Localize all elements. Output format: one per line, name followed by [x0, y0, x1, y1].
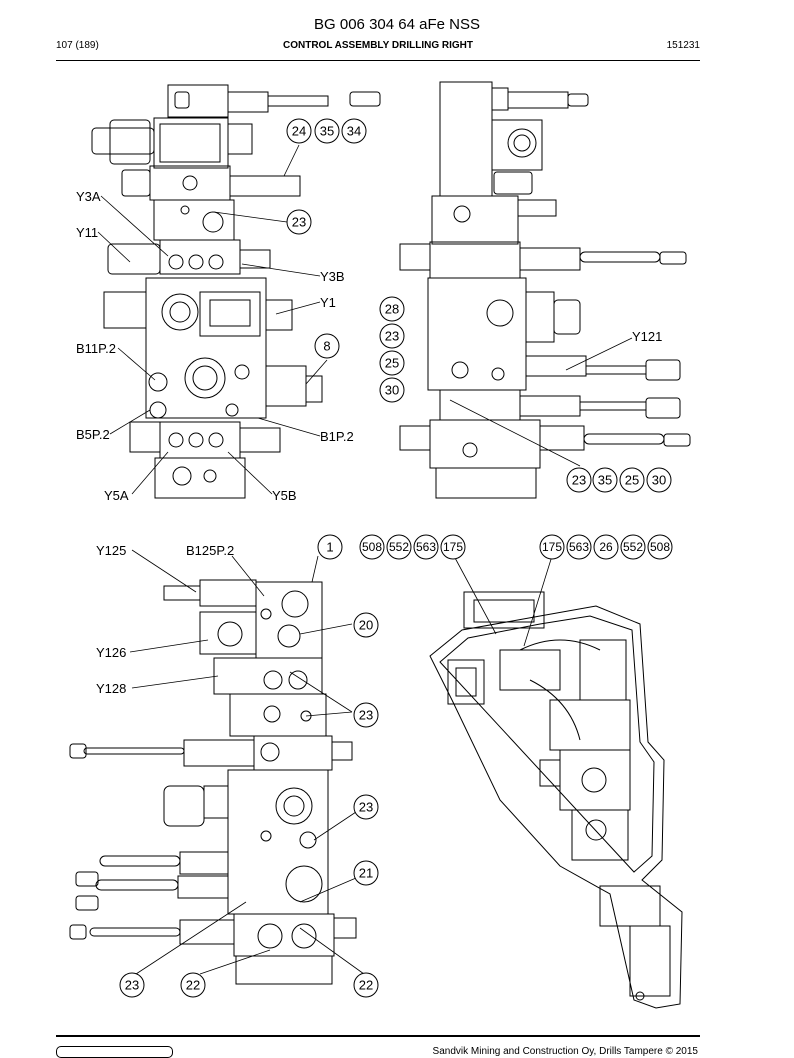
label-y3b: Y3B: [320, 269, 345, 284]
callout-22: 22: [186, 978, 200, 993]
callout-552: 552: [389, 540, 409, 554]
label-y1: Y1: [320, 295, 336, 310]
label-y121: Y121: [632, 329, 662, 344]
callout-28: 28: [385, 302, 399, 317]
figure-4-callouts: 508 552 563 175 175 563 26 552 508: [359, 534, 673, 560]
label-b5p2: B5P.2: [76, 427, 110, 442]
figure-2-valve-block: [399, 81, 691, 499]
callout-35: 35: [320, 124, 334, 139]
label-b1p2: B1P.2: [320, 429, 354, 444]
callout-30: 30: [385, 383, 399, 398]
callout-23: 23: [125, 978, 139, 993]
callout-508: 508: [650, 540, 670, 554]
label-b125p2: B125P.2: [186, 543, 234, 558]
figure-1-valve-block: [91, 84, 381, 499]
callout-175: 175: [542, 540, 562, 554]
figure-1-labels: Y3A Y11 B11P.2 B5P.2 Y5A Y5B B1P.2 Y1 Y3…: [76, 189, 354, 503]
figure-3-labels: Y125 B125P.2 Y126 Y128 1 20 23 23 21 23 …: [96, 534, 379, 998]
callout-25: 25: [385, 356, 399, 371]
brand-logo: [56, 1046, 173, 1058]
header-divider: [56, 60, 700, 61]
callout-8: 8: [323, 339, 330, 354]
callout-563: 563: [416, 540, 436, 554]
callout-175: 175: [443, 540, 463, 554]
document-title: BG 006 304 64 aFe NSS: [314, 16, 480, 33]
document-code: 151231: [666, 40, 700, 51]
callout-23: 23: [292, 215, 306, 230]
page-number: 107 (189): [56, 40, 99, 51]
callout-21: 21: [359, 866, 373, 881]
figure-2-labels: Y121 28 23 25 30 23 35 25 30: [379, 296, 672, 493]
callout-1: 1: [326, 540, 333, 555]
callout-23: 23: [359, 708, 373, 723]
callout-24: 24: [292, 124, 306, 139]
label-y11: Y11: [76, 225, 98, 240]
label-y128: Y128: [96, 681, 126, 696]
callout-26: 26: [599, 540, 613, 554]
figure-1-callouts: 24 35 34 23 8: [286, 118, 367, 359]
figure-4-installed-view: [429, 591, 683, 1009]
callout-23: 23: [359, 800, 373, 815]
label-y3a: Y3A: [76, 189, 101, 204]
callout-25: 25: [625, 473, 639, 488]
callout-22: 22: [359, 978, 373, 993]
leader-lines: [97, 144, 633, 975]
footer-divider: [56, 1035, 700, 1037]
callout-552: 552: [623, 540, 643, 554]
label-y5a: Y5A: [104, 488, 129, 503]
label-y125: Y125: [96, 543, 126, 558]
callout-34: 34: [347, 124, 361, 139]
callout-563: 563: [569, 540, 589, 554]
callout-508: 508: [362, 540, 382, 554]
callout-30: 30: [652, 473, 666, 488]
callout-35: 35: [598, 473, 612, 488]
header-row: 107 (189) CONTROL ASSEMBLY DRILLING RIGH…: [56, 40, 700, 56]
callout-23: 23: [572, 473, 586, 488]
label-y5b: Y5B: [272, 488, 297, 503]
figure-3-valve-block: [69, 579, 357, 985]
section-title: CONTROL ASSEMBLY DRILLING RIGHT: [282, 40, 473, 51]
footer-copyright: Sandvik Mining and Construction Oy, Dril…: [432, 1046, 698, 1057]
callout-23: 23: [385, 329, 399, 344]
label-y126: Y126: [96, 645, 126, 660]
callout-20: 20: [359, 618, 373, 633]
label-b11p2: B11P.2: [76, 341, 116, 356]
